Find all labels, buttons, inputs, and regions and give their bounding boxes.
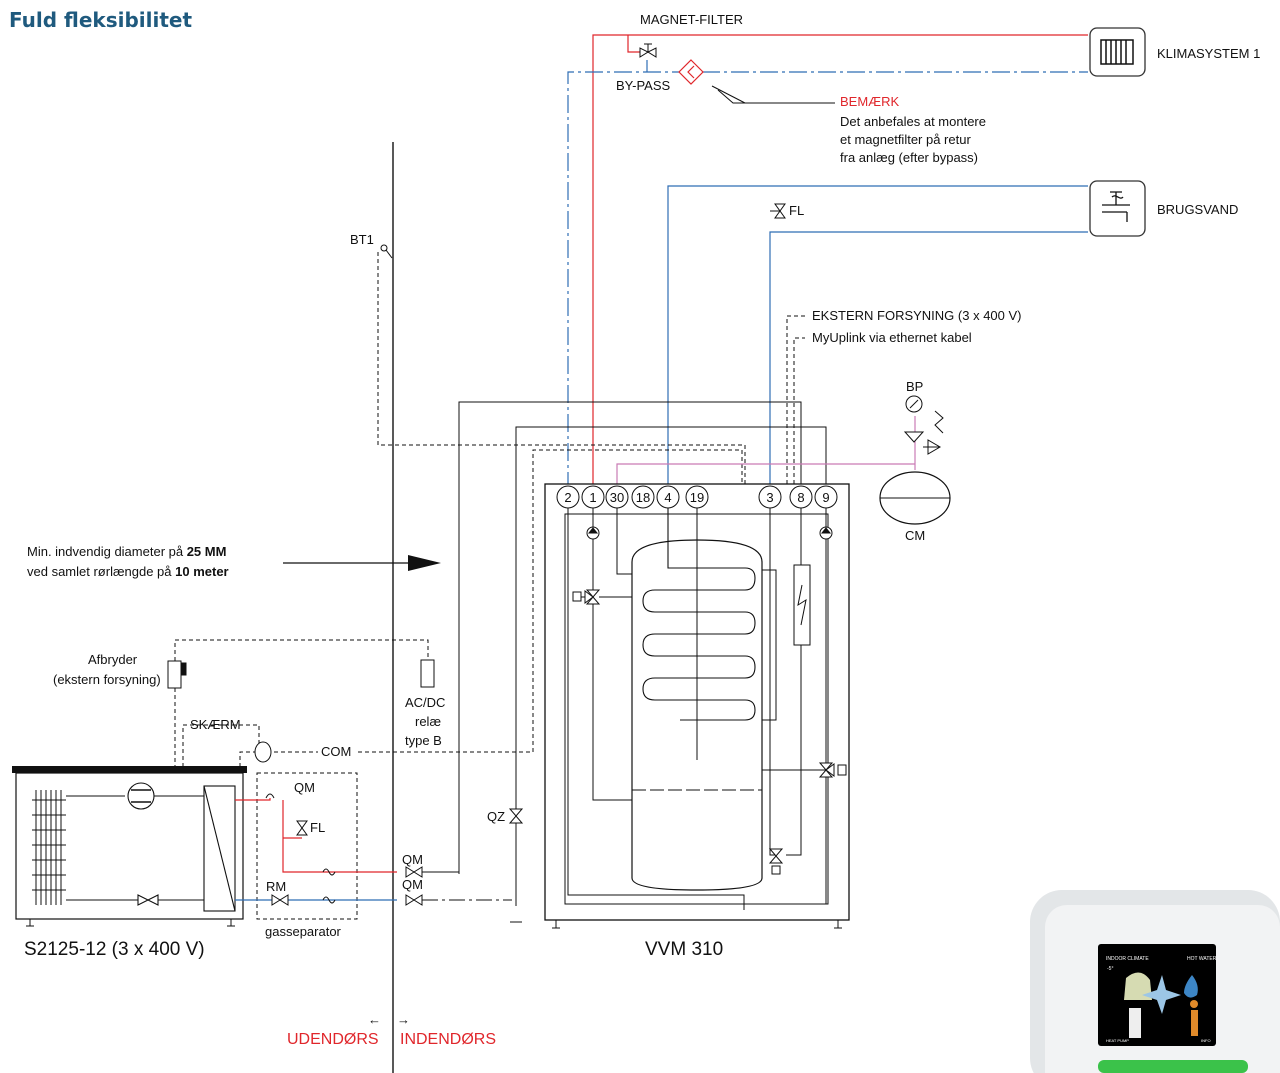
fl-label: FL bbox=[789, 203, 804, 218]
connection-number: 1 bbox=[589, 490, 596, 505]
power-cables bbox=[174, 639, 533, 767]
outdoor-supply-pipe bbox=[235, 798, 397, 873]
fl-label: FL bbox=[310, 820, 325, 835]
connection-circle bbox=[556, 485, 580, 509]
display-screen: INDOOR CLIMATE -5° HOT WATER HEAT PUMP I… bbox=[1106, 956, 1217, 1043]
connection-number: 18 bbox=[636, 490, 650, 505]
control-panel-device: INDOOR CLIMATE -5° HOT WATER HEAT PUMP I… bbox=[1030, 890, 1280, 1073]
cm-label: CM bbox=[905, 528, 925, 543]
magnet-filter-label: MAGNET-FILTER bbox=[640, 12, 743, 27]
bp-label: BP bbox=[906, 379, 923, 394]
connection-circle bbox=[685, 485, 709, 509]
qz-label: QZ bbox=[487, 809, 505, 824]
outdoor-unit-label: S2125-12 (3 x 400 V) bbox=[24, 939, 205, 960]
expansion-vessel bbox=[879, 464, 951, 525]
rm-valve bbox=[271, 894, 289, 906]
qm-label: QM bbox=[402, 852, 423, 867]
afbryder-switch bbox=[167, 660, 187, 689]
control-cables bbox=[458, 315, 827, 906]
connection-circle bbox=[789, 485, 813, 509]
indoor-unit-label: VVM 310 bbox=[645, 939, 723, 960]
fl-valve bbox=[770, 203, 786, 219]
page-title: Fuld fleksibilitet bbox=[9, 8, 193, 32]
qz-valve bbox=[508, 808, 524, 824]
connection-circle bbox=[631, 485, 655, 509]
bp-gauge bbox=[903, 395, 944, 455]
pump-icon bbox=[586, 526, 833, 540]
com-ferrite bbox=[254, 741, 272, 763]
connection-points: 2 1 30 18 4 19 3 8 9 bbox=[556, 485, 838, 509]
afbryder-label: Afbryder bbox=[88, 652, 138, 667]
connection-number: 19 bbox=[690, 490, 704, 505]
connection-circle bbox=[605, 485, 629, 509]
arrow-right-icon: → bbox=[397, 1012, 410, 1027]
svg-text:HOT WATER: HOT WATER bbox=[1187, 956, 1217, 962]
connection-number: 2 bbox=[564, 490, 571, 505]
tap-icon bbox=[1089, 180, 1146, 237]
note-line: Det anbefales at montere bbox=[840, 114, 986, 129]
myuplink-label: MyUplink via ethernet kabel bbox=[812, 330, 972, 345]
gasseparator-label: gasseparator bbox=[265, 924, 342, 939]
svg-text:INFO: INFO bbox=[1201, 1038, 1211, 1043]
svg-text:INDOOR CLIMATE: INDOOR CLIMATE bbox=[1106, 956, 1149, 962]
connection-circle bbox=[758, 485, 782, 509]
diameter-note-line1: Min. indvendig diameter på 25 MM bbox=[27, 544, 226, 559]
outdoor-unit-lid bbox=[12, 766, 247, 773]
brugsvand-label: BRUGSVAND bbox=[1157, 202, 1238, 217]
compressor-fan bbox=[66, 782, 204, 906]
rm-label: RM bbox=[266, 879, 286, 894]
connection-number: 4 bbox=[664, 490, 671, 505]
flow-arrow-icon bbox=[408, 555, 441, 571]
svg-text:HEAT PUMP: HEAT PUMP bbox=[1106, 1038, 1129, 1043]
diameter-note-line2: ved samlet rørlængde på 10 meter bbox=[27, 564, 229, 579]
note-pointer bbox=[711, 85, 835, 104]
acdc-label: relæ bbox=[415, 714, 441, 729]
skaerm-label: SKÆRM bbox=[190, 717, 241, 732]
indendors-label: INDENDØRS bbox=[400, 1031, 496, 1048]
bypass-valve bbox=[639, 43, 657, 58]
bt1-cable bbox=[377, 252, 746, 484]
magnet-filter bbox=[678, 59, 704, 85]
radiator-icon bbox=[1089, 27, 1146, 77]
udendors-label: UDENDØRS bbox=[287, 1031, 379, 1048]
connection-circle bbox=[581, 485, 605, 509]
air-vent bbox=[265, 793, 275, 799]
note-line: et magnetfilter på retur bbox=[840, 132, 971, 147]
note-warning: BEMÆRK bbox=[840, 94, 900, 109]
shunt-valve bbox=[572, 589, 847, 875]
connection-number: 3 bbox=[766, 490, 773, 505]
heating-coil bbox=[642, 508, 756, 721]
arrow-left-icon: ← bbox=[368, 1012, 381, 1027]
connection-circle bbox=[814, 485, 838, 509]
gas-separator-box bbox=[256, 772, 358, 920]
acdc-relay bbox=[420, 659, 435, 688]
connection-number: 8 bbox=[797, 490, 804, 505]
note-line: fra anlæg (efter bypass) bbox=[840, 150, 978, 165]
afbryder-label: (ekstern forsyning) bbox=[53, 672, 161, 687]
pipe-coils bbox=[322, 868, 336, 904]
acdc-label: AC/DC bbox=[405, 695, 445, 710]
connection-circle bbox=[656, 485, 680, 509]
shutoff-valves bbox=[405, 866, 423, 906]
svg-text:-5°: -5° bbox=[1107, 966, 1113, 972]
immersion-heater bbox=[793, 564, 811, 646]
hot-water-pipes bbox=[667, 185, 1088, 490]
acdc-label: type B bbox=[405, 733, 442, 748]
connection-number: 9 bbox=[822, 490, 829, 505]
climate-return-pipe bbox=[567, 71, 1088, 490]
heat-exchanger bbox=[203, 785, 236, 912]
bt1-label: BT1 bbox=[350, 232, 374, 247]
com-label: COM bbox=[321, 744, 351, 759]
qm-label: QM bbox=[402, 877, 423, 892]
bt1-sensor bbox=[380, 244, 393, 259]
evaporator-coil bbox=[32, 790, 66, 905]
connection-number: 30 bbox=[610, 490, 624, 505]
ekstern-forsyning-label: EKSTERN FORSYNING (3 x 400 V) bbox=[812, 308, 1022, 323]
bypass-label: BY-PASS bbox=[616, 78, 671, 93]
klimasystem-label: KLIMASYSTEM 1 bbox=[1157, 46, 1260, 61]
qm-label: QM bbox=[294, 780, 315, 795]
fl-valve-outdoor bbox=[296, 820, 308, 836]
